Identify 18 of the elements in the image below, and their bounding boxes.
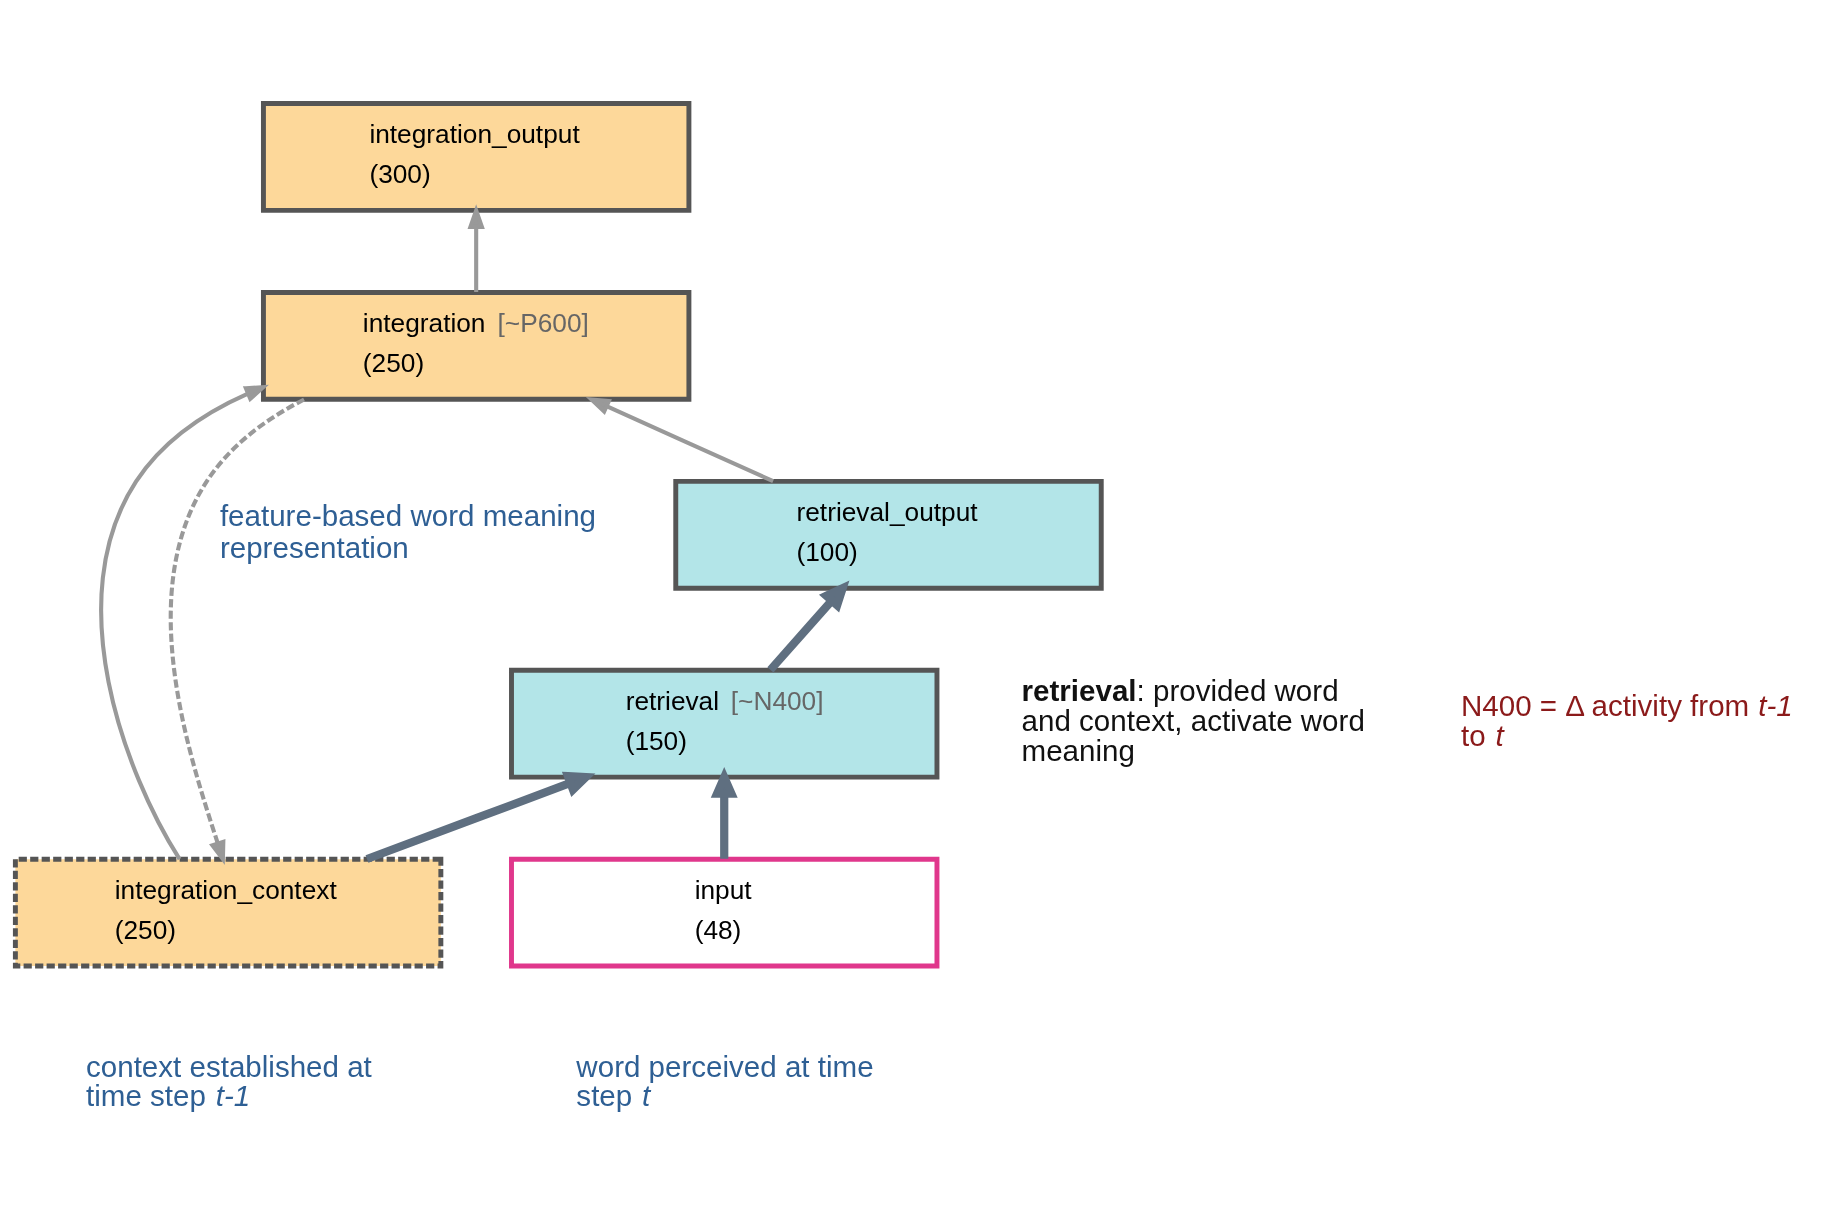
arrow	[99, 384, 269, 861]
label: retrieval: provided word and context, activate word meaning	[1021, 674, 1365, 767]
arrow	[710, 766, 738, 859]
arrow	[168, 397, 305, 866]
node-label: context established at time step t-1	[86, 1049, 372, 1113]
label: feature-based word meaning representation	[219, 498, 597, 565]
node-box: integration [~P600] (250)	[260, 290, 692, 402]
arrow	[365, 771, 596, 863]
node-box: integration_context (250)	[12, 856, 444, 969]
node-box: integration_output (300)	[260, 101, 692, 213]
node-label: word perceived at time step t	[576, 1049, 874, 1113]
node-box: retrieval_output (100)	[673, 478, 1104, 591]
node-box: retrieval [~N400] (150)	[509, 667, 940, 780]
arrow	[585, 396, 774, 484]
node-box: input (48)	[509, 856, 940, 969]
label: N400 = Δ activity from t-1 to t	[1461, 689, 1793, 752]
arrow	[767, 580, 850, 673]
arrow	[467, 204, 485, 293]
